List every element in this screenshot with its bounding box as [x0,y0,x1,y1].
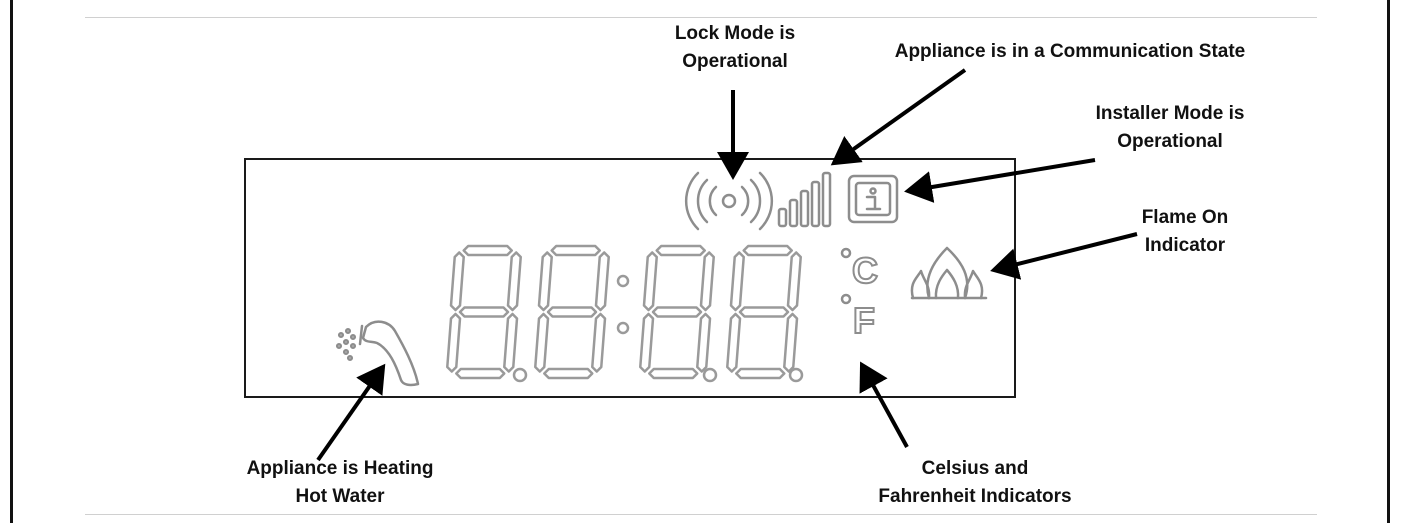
label-installer-mode-line2: Operational [1117,131,1223,152]
digit-3-segment-f [642,251,658,312]
label-lock-mode-line2: Operational [682,51,788,72]
digit-2-segment-c [591,312,607,373]
digit-4-segment-c [783,312,799,373]
digit-4-segment-d [735,367,786,380]
separator-dots [512,274,804,383]
celsius-symbol: C [852,250,878,291]
digit-3-segment-d [648,367,699,380]
digit-3-segment-e [639,312,655,373]
label-installer-mode: Installer Mode is Operational [1060,100,1280,156]
label-communication-line1: Appliance is in a Communication State [894,41,1246,62]
label-flame-on-line2: Indicator [1144,235,1226,256]
lock-mode-icon [684,171,774,231]
fahrenheit-symbol: F [853,300,875,341]
shower-icon [335,320,420,387]
arrow-flame-on [990,232,1138,280]
label-temperature-units-line2: Fahrenheit Indicators [878,486,1072,507]
bottom-rule [85,514,1317,515]
top-rule [85,17,1317,18]
arrow-communication [830,68,967,166]
flame-icon [910,246,988,300]
digit-3-segment-b [699,251,715,312]
digit-2-segment-b [594,251,610,312]
digit-4-segment-g [738,306,790,318]
colon-dot-bottom [616,321,630,335]
digit-3-segment-g [651,306,703,318]
signal-bars-icon [777,171,832,228]
digit-1-segment-e [446,312,462,373]
label-lock-mode-line1: Lock Mode is [674,23,796,44]
digit-2-segment-g [546,306,598,318]
decimal-dot-2 [702,367,718,383]
digit-1-segment-b [506,251,522,312]
digit-2-segment-f [537,251,553,312]
label-installer-mode-line1: Installer Mode is [1095,103,1245,124]
digit-1-segment-f [449,251,465,312]
arrow-heating-water [316,363,386,462]
digit-4-segment-f [729,251,745,312]
decimal-dot-3 [788,367,804,383]
label-heating-water: Appliance is Heating Hot Water [205,455,475,511]
label-lock-mode: Lock Mode is Operational [640,20,830,76]
digit-1-segment-d [455,367,506,380]
digit-4-segment-e [726,312,742,373]
digit-2-segment-a [550,244,601,257]
label-flame-on-line1: Flame On [1141,207,1229,228]
arrow-temperature-units [859,361,909,448]
label-communication: Appliance is in a Communication State [860,38,1280,66]
label-flame-on: Flame On Indicator [1110,204,1260,260]
digit-1-segment-g [458,306,510,318]
info-icon [847,174,899,224]
figure-frame [10,0,1390,523]
decimal-dot-1 [512,367,528,383]
digit-4-segment-b [786,251,802,312]
label-temperature-units-line1: Celsius and [921,458,1029,479]
digit-1-segment-c [503,312,519,373]
label-temperature-units: Celsius and Fahrenheit Indicators [835,455,1115,511]
arrow-installer-mode [904,158,1096,203]
digit-2-segment-d [543,367,594,380]
label-heating-water-line1: Appliance is Heating [246,458,434,479]
colon-dot-top [616,274,630,288]
label-heating-water-line2: Hot Water [295,486,385,507]
digit-3-segment-c [696,312,712,373]
digit-3-segment-a [655,244,706,257]
fahrenheit-degree-icon [840,293,852,305]
digit-1-segment-a [462,244,513,257]
seven-segment-digits [446,244,802,380]
digit-2-segment-e [534,312,550,373]
celsius-degree-icon [840,247,852,259]
digit-4-segment-a [742,244,793,257]
